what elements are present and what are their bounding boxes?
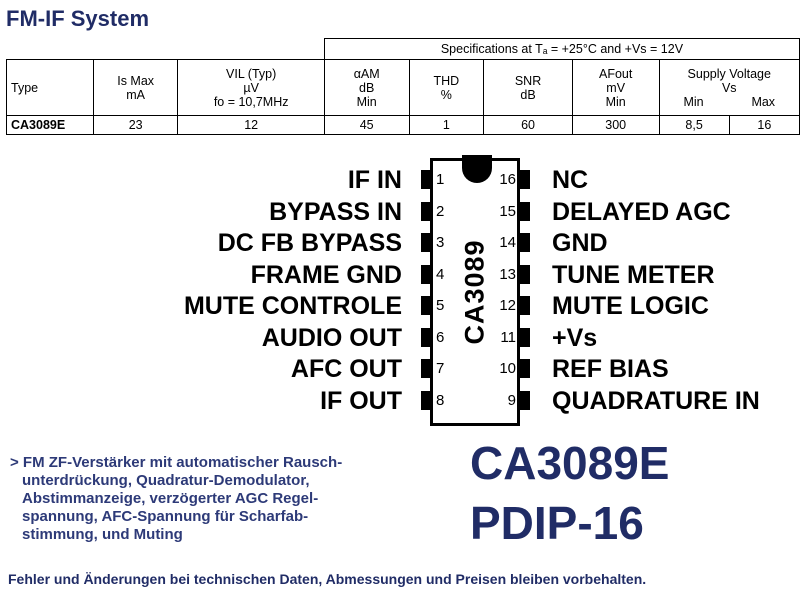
- disclaimer-footer: Fehler und Änderungen bei technischen Da…: [8, 571, 647, 587]
- specifications-table: Specifications at Tₐ = +25°C and +Vs = 1…: [6, 38, 800, 135]
- description-line: Abstimmanzeige, verzögerter AGC Regel-: [22, 490, 319, 507]
- description-line: spannung, AFC-Spannung für Scharfab-: [22, 508, 309, 525]
- cell-is-max: 23: [92, 115, 179, 135]
- ic-package-body: [430, 158, 520, 426]
- pin-label-left: FRAME GND: [250, 260, 402, 289]
- pin-lead-left: [421, 170, 431, 189]
- pin-label-left: AUDIO OUT: [261, 323, 402, 352]
- pin-number: 10: [499, 360, 516, 377]
- pin-number: 9: [507, 391, 516, 409]
- col-header-type: Type: [6, 59, 94, 116]
- chip-marking: CA3089: [459, 239, 490, 345]
- pin-label-right: REF BIAS: [552, 355, 669, 383]
- pin-number: 14: [499, 234, 516, 251]
- pin-label-left: IF IN: [347, 166, 402, 194]
- pin-lead-right: [520, 359, 530, 378]
- page-title: FM-IF System: [6, 6, 150, 31]
- cell-supply-max: 16: [728, 115, 800, 135]
- pin-label-right: DELAYED AGC: [552, 197, 731, 226]
- pin-lead-right: [520, 296, 530, 315]
- cell-vil: 12: [177, 115, 325, 135]
- pin-label-left: IF OUT: [320, 386, 402, 415]
- pin-lead-right: [520, 170, 530, 189]
- table-blank-corner: [6, 38, 325, 60]
- pin-lead-right: [520, 264, 530, 284]
- pin-label-left: MUTE CONTROLE: [183, 292, 402, 320]
- pin-lead-left: [421, 201, 431, 221]
- description: > FM ZF-Verstärker mit automatischer Rau…: [10, 454, 440, 544]
- pin-lead-left: [421, 390, 431, 410]
- pin-label-right: QUADRATURE IN: [552, 386, 760, 415]
- cell-supply-min: 8,5: [658, 115, 730, 135]
- pin-number: 4: [436, 265, 445, 283]
- description-line: stimmung, und Muting: [22, 526, 183, 543]
- pin-lead-left: [421, 264, 431, 284]
- pin-number: 1: [436, 171, 445, 188]
- pin-label-right: MUTE LOGIC: [552, 292, 709, 320]
- pin-lead-left: [421, 233, 431, 252]
- pin-number: 2: [436, 202, 445, 220]
- pin-lead-left: [421, 359, 431, 378]
- pin-number: 11: [500, 328, 516, 346]
- pin-number: 16: [499, 171, 516, 188]
- pin-number: 3: [436, 234, 445, 251]
- pin1-notch: [462, 155, 492, 183]
- pin-lead-left: [421, 327, 431, 347]
- cell-snr: 60: [483, 115, 573, 135]
- pin-number: 15: [499, 202, 516, 220]
- description-line: > FM ZF-Verstärker mit automatischer Rau…: [10, 454, 343, 471]
- pin-label-left: BYPASS IN: [269, 197, 402, 226]
- cell-thd: 1: [408, 115, 485, 135]
- cell-alpha-am: 45: [323, 115, 410, 135]
- pin-number: 7: [436, 360, 445, 377]
- pin-number: 5: [436, 297, 445, 314]
- description-line: unterdrückung, Quadratur-Demodulator,: [22, 472, 310, 489]
- pin-number: 6: [436, 328, 445, 346]
- pin-lead-left: [421, 296, 431, 315]
- col-header-thd: THD%: [408, 59, 485, 116]
- table-row: CA3089E 23 12 45 1 60 300 8,5 16: [6, 115, 800, 135]
- specs-conditions-header: Specifications at Tₐ = +25°C and +Vs = 1…: [323, 38, 800, 60]
- pin-label-left: AFC OUT: [290, 355, 402, 383]
- part-number: CA3089E: [470, 437, 670, 489]
- package-type: PDIP-16: [470, 497, 644, 549]
- pin-lead-right: [520, 233, 530, 252]
- pin-label-left: DC FB BYPASS: [217, 229, 402, 257]
- pin-label-right: GND: [552, 229, 608, 257]
- pin-number: 8: [436, 391, 445, 409]
- pin-number: 12: [499, 297, 516, 314]
- pin-label-right: NC: [552, 166, 589, 194]
- cell-type: CA3089E: [6, 115, 94, 135]
- cell-afout: 300: [571, 115, 660, 135]
- pin-lead-right: [520, 390, 530, 410]
- pin-lead-right: [520, 327, 530, 347]
- pin-label-right: TUNE METER: [552, 260, 715, 289]
- pin-lead-right: [520, 201, 530, 221]
- pin-number: 13: [499, 265, 516, 283]
- pin-label-right: +Vs: [552, 323, 598, 352]
